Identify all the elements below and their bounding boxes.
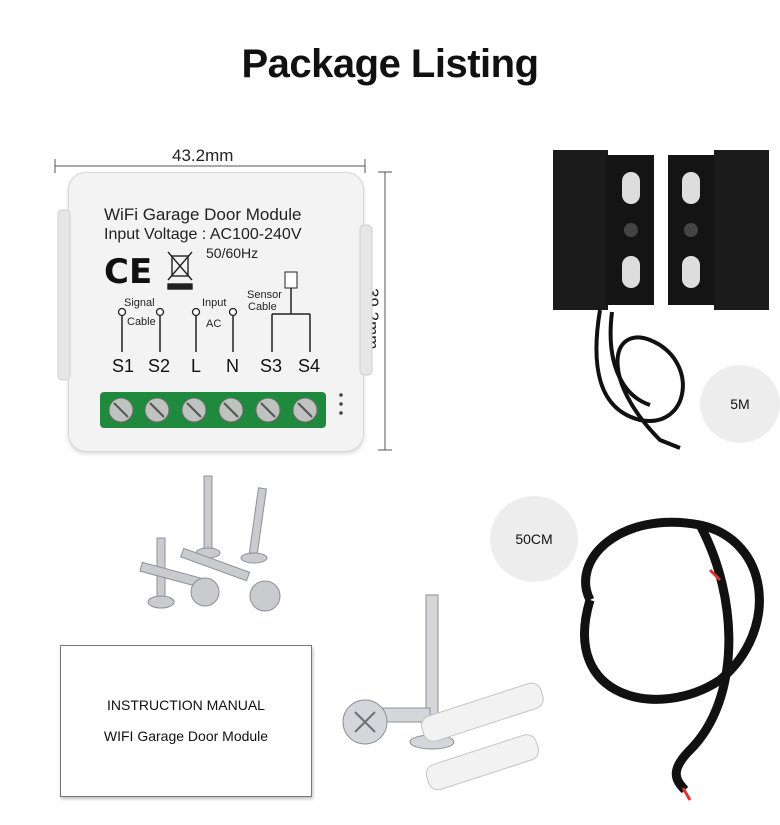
terminal-s4: S4 bbox=[298, 356, 321, 376]
label-signal: Signal bbox=[124, 297, 155, 309]
weee-bin-icon bbox=[167, 251, 193, 290]
page-title: Package Listing bbox=[241, 42, 539, 86]
terminal-s3: S3 bbox=[260, 356, 283, 376]
manual-title: INSTRUCTION MANUAL bbox=[107, 697, 265, 713]
label-input: Input bbox=[202, 297, 227, 309]
terminal-l: L bbox=[191, 356, 202, 376]
module-name: WiFi Garage Door Module bbox=[104, 205, 302, 224]
cable-length-50cm-label: 50CM bbox=[490, 496, 578, 582]
label-cable: Cable bbox=[127, 316, 156, 328]
terminal-s1: S1 bbox=[112, 356, 135, 376]
terminal-n: N bbox=[226, 356, 239, 376]
label-sensor-cable: Cable bbox=[248, 301, 277, 313]
module-input-voltage: Input Voltage : AC100-240V bbox=[104, 226, 302, 243]
width-dimension: 43.2mm bbox=[172, 146, 234, 165]
ce-mark: CE bbox=[104, 252, 153, 292]
label-sensor: Sensor bbox=[247, 289, 282, 301]
manual-subtitle: WIFI Garage Door Module bbox=[103, 728, 269, 744]
instruction-manual: INSTRUCTION MANUAL WIFI Garage Door Modu… bbox=[60, 645, 312, 797]
label-ac: AC bbox=[206, 318, 222, 330]
module-frequency: 50/60Hz bbox=[206, 245, 259, 261]
cable-length-5m-label: 5M bbox=[700, 365, 780, 443]
terminal-s2: S2 bbox=[148, 356, 171, 376]
